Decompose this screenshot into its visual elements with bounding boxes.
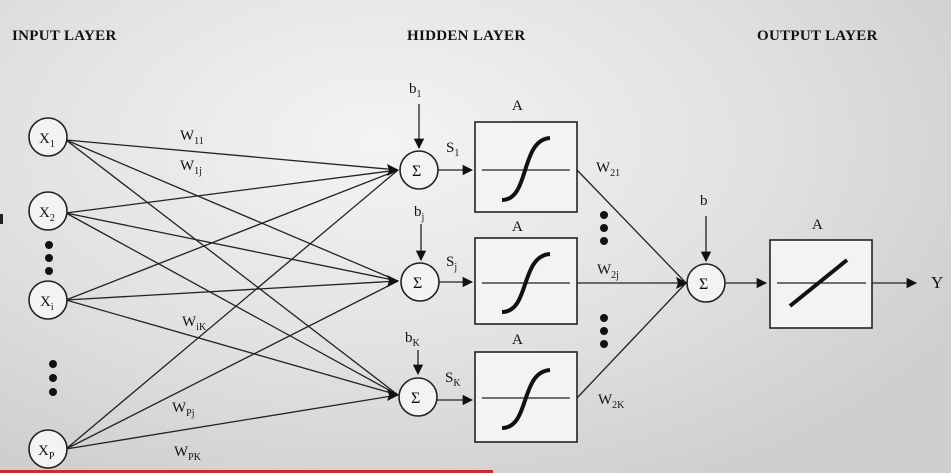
connection-line xyxy=(65,280,399,450)
input-layer-heading: INPUT LAYER xyxy=(12,28,117,44)
connection-line xyxy=(65,212,399,282)
bias-label: bj xyxy=(414,204,424,223)
hidden-neuron-1: b1 Σ S1 A xyxy=(399,81,578,213)
hidden-ellipsis-upper xyxy=(600,211,608,245)
arrowhead xyxy=(387,389,399,401)
connection-line xyxy=(65,169,399,214)
connection-line xyxy=(65,169,399,450)
input-ellipsis-upper xyxy=(45,241,53,275)
sum-output-label: S1 xyxy=(446,140,459,159)
hidden-ellipsis-lower xyxy=(600,314,608,348)
input-node-x2 xyxy=(28,191,68,231)
sum-output-label: SK xyxy=(445,370,461,389)
edge-mark xyxy=(0,214,3,224)
arrowhead xyxy=(387,275,399,287)
connection-line xyxy=(65,394,399,450)
activation-label: A xyxy=(512,98,523,114)
arrowhead xyxy=(387,164,399,176)
input-node-xi xyxy=(28,280,68,320)
hidden-neuron-k: bK Σ SK A xyxy=(398,330,578,443)
connection-line xyxy=(65,212,399,396)
video-progress-bar[interactable] xyxy=(0,470,493,473)
input-label-xi: Xi xyxy=(40,294,54,313)
connection-line xyxy=(65,280,399,301)
connection-line xyxy=(65,139,399,171)
connection-line xyxy=(65,169,399,301)
sum-output-label: Sj xyxy=(446,254,457,273)
output-layer-heading: OUTPUT LAYER xyxy=(757,28,878,44)
output-neuron: b Σ A Y xyxy=(686,193,943,329)
linear-activation-box xyxy=(769,239,873,329)
connection-line xyxy=(65,139,399,282)
output-activation-label: A xyxy=(812,217,823,233)
input-node-xp xyxy=(28,429,68,469)
output-label-y: Y xyxy=(931,273,943,292)
connection-line xyxy=(576,282,687,399)
sigma-symbol: Σ xyxy=(413,275,422,292)
input-label-x1: X1 xyxy=(39,131,55,150)
weight-label-wpk: WPK xyxy=(174,444,202,463)
sigmoid-curve xyxy=(501,368,551,430)
weight-label-w21: W21 xyxy=(596,160,620,179)
hidden-output-connections xyxy=(576,169,688,399)
sigma-symbol: Σ xyxy=(412,163,421,180)
weight-label-w2k: W2K xyxy=(598,392,625,411)
hidden-layer-heading: HIDDEN LAYER xyxy=(407,28,526,44)
linear-curve xyxy=(788,258,849,308)
weight-label-w2j: W2j xyxy=(597,262,619,281)
input-label-x2: X2 xyxy=(39,205,55,224)
input-hidden-connections xyxy=(65,139,399,450)
sigma-symbol: Σ xyxy=(699,276,708,293)
hidden-neuron-j: bj Σ Sj A xyxy=(400,204,578,325)
sigmoid-curve xyxy=(501,252,551,314)
weight-label-w1j: W1j xyxy=(180,158,202,177)
input-node-x1 xyxy=(28,117,68,157)
summation-node xyxy=(398,377,438,417)
weight-label-w11: W11 xyxy=(180,128,204,147)
connection-line xyxy=(65,299,399,396)
input-label-xp: XP xyxy=(38,443,55,462)
bias-label: b1 xyxy=(409,81,422,100)
weight-label-wpj: WPj xyxy=(172,400,195,419)
activation-label: A xyxy=(512,219,523,235)
connection-line xyxy=(65,139,399,396)
connection-line xyxy=(576,169,687,284)
sigmoid-curve xyxy=(501,136,551,202)
arrowhead xyxy=(676,277,688,289)
weight-label-wik: WiK xyxy=(182,314,207,333)
output-bias-label: b xyxy=(700,193,708,209)
bias-label: bK xyxy=(405,330,421,349)
activation-label: A xyxy=(512,332,523,348)
input-ellipsis-lower xyxy=(49,360,57,396)
sigma-symbol: Σ xyxy=(411,390,420,407)
